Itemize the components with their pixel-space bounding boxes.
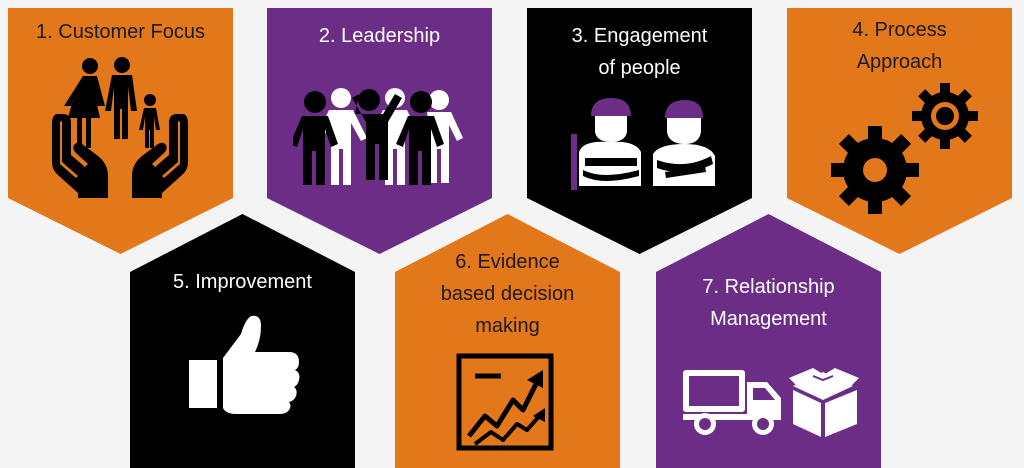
tile-background xyxy=(395,214,620,468)
principle-process-approach: 4. Process Approach xyxy=(787,8,1012,254)
truck-and-box-icon xyxy=(683,368,859,437)
group-people-icon xyxy=(293,88,463,185)
principle-label: 5. Improvement xyxy=(173,271,312,293)
principle-label: 1. Customer Focus xyxy=(36,21,205,43)
workers-icon xyxy=(571,98,715,190)
principle-engagement-of-people: 3. Engagement of people xyxy=(527,8,752,254)
family-in-hands-icon xyxy=(52,57,188,198)
rising-chart-icon xyxy=(456,353,554,451)
principle-customer-focus: 1. Customer Focus xyxy=(8,8,233,254)
principle-label: 2. Leadership xyxy=(318,25,441,47)
gears-icon xyxy=(831,83,978,214)
thumbs-up-icon xyxy=(189,315,300,414)
principle-label: 4. Process Approach xyxy=(852,19,947,73)
principle-label: 7. Relationship Management xyxy=(702,276,835,330)
principle-leadership: 2. Leadership xyxy=(267,8,492,254)
principle-relationship-management: 7. Relationship Management xyxy=(656,214,881,468)
tile-background xyxy=(527,8,752,254)
principle-label: 6. Evidence based decision making xyxy=(440,251,575,337)
principle-evidence-based-decision-making: 6. Evidence based decision making xyxy=(395,214,620,468)
principle-label: 3. Engagement of people xyxy=(571,25,708,79)
tile-background xyxy=(8,8,233,254)
principle-improvement: 5. Improvement xyxy=(130,214,355,468)
